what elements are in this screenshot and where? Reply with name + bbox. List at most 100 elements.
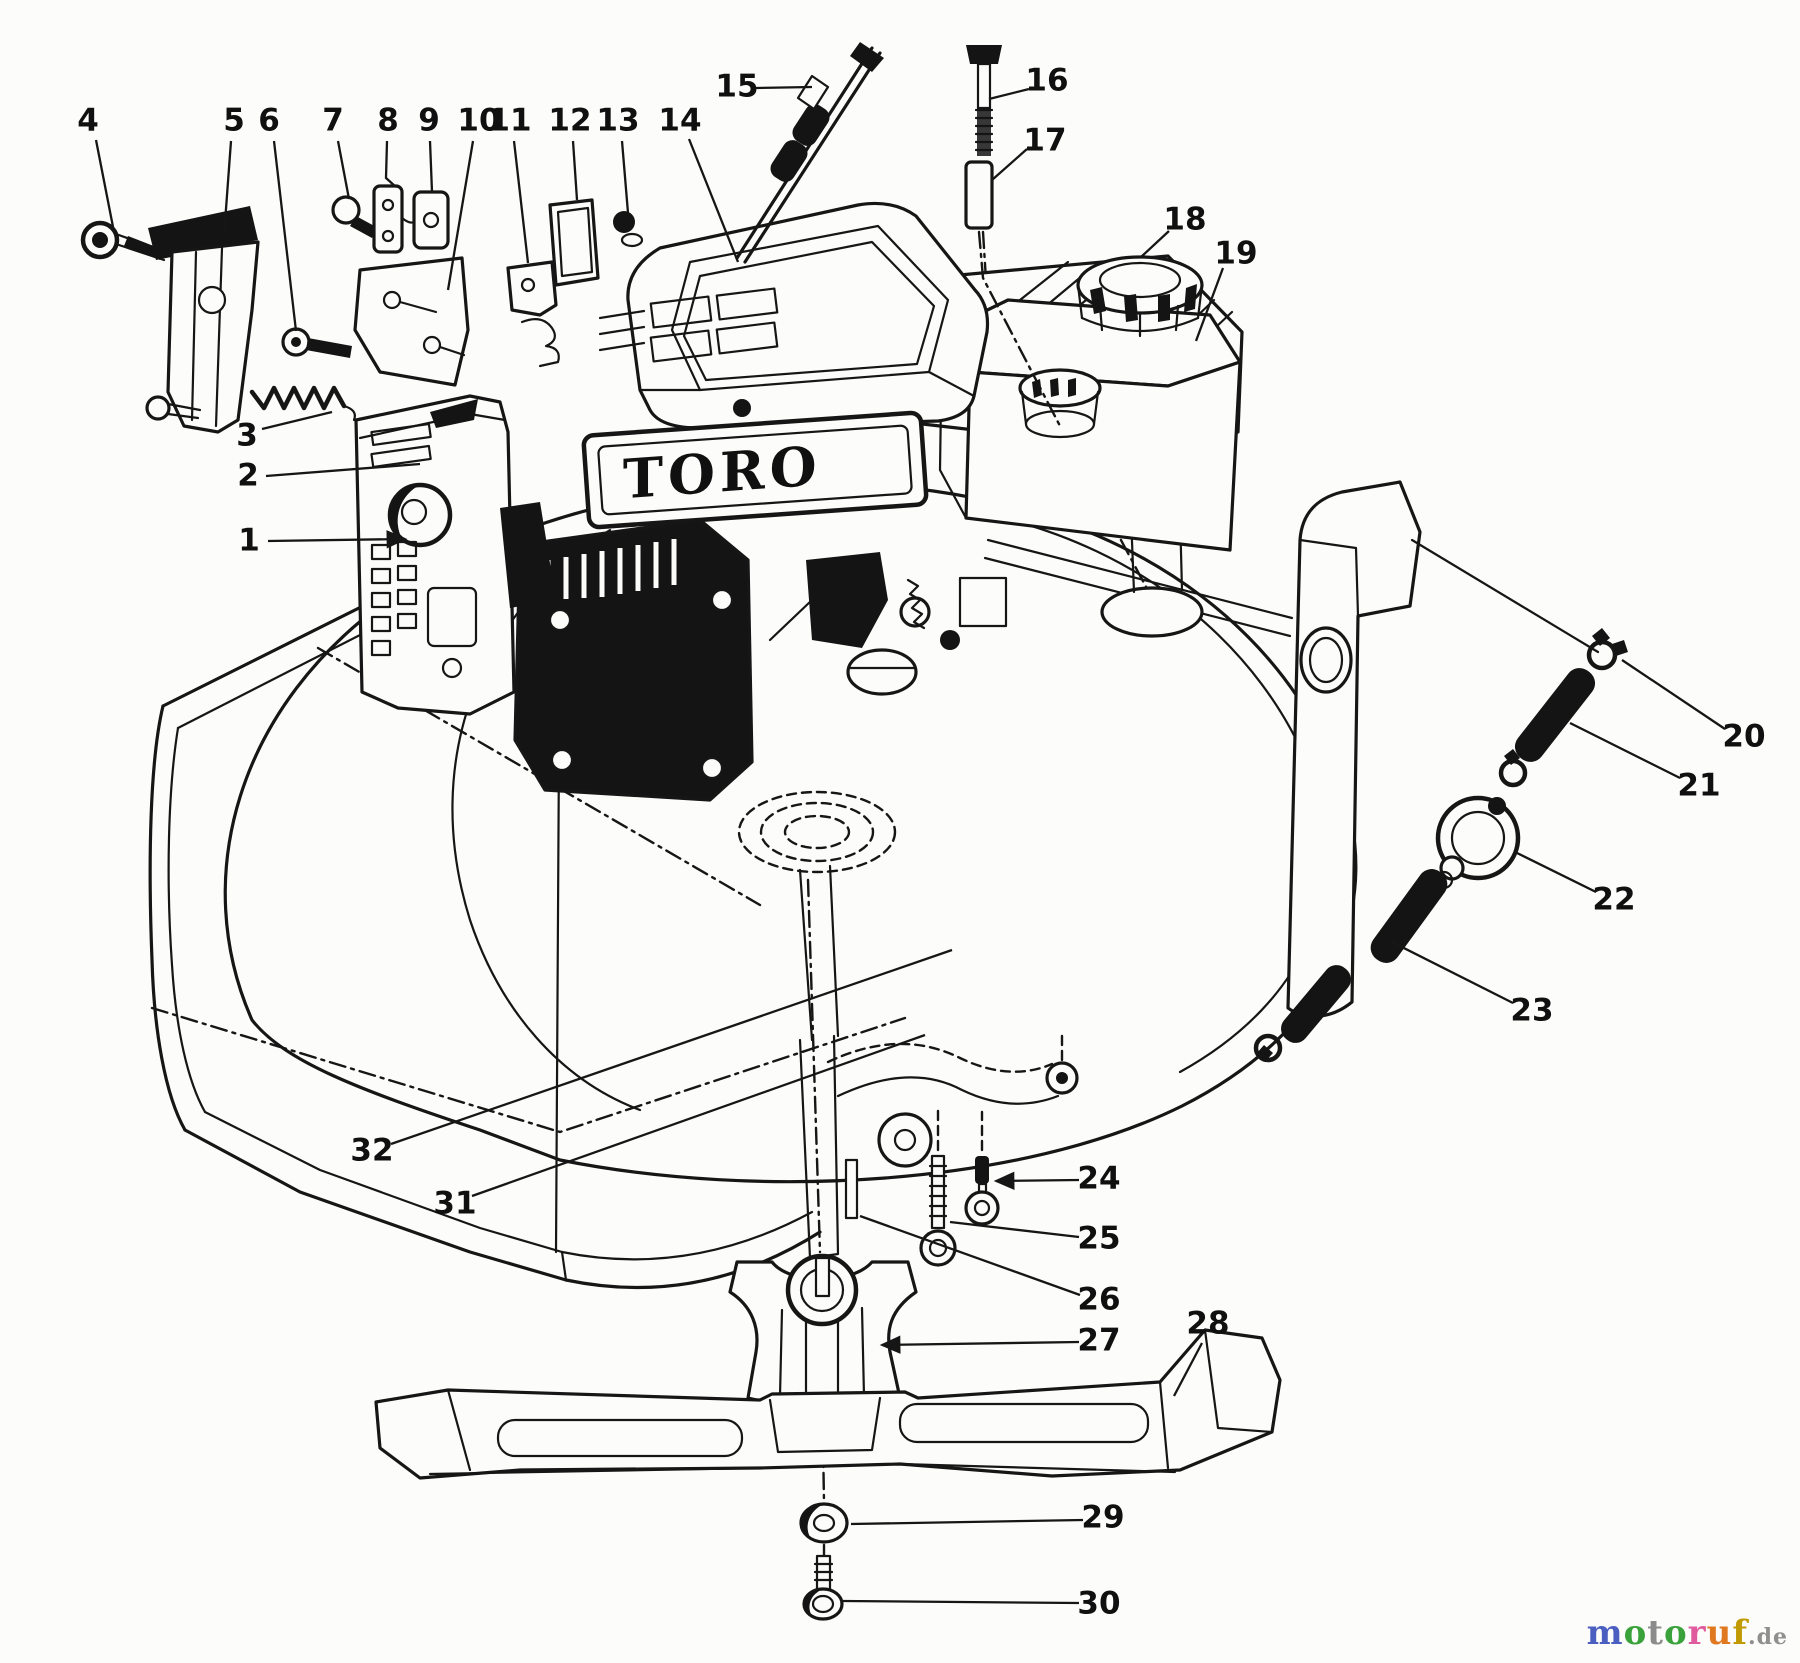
callout-21-label: 21 [1677, 768, 1720, 804]
callout-16-label: 16 [1025, 63, 1068, 99]
callout-14-label: 14 [658, 103, 701, 139]
callout-3-leader [261, 410, 333, 431]
blade-group [374, 878, 1282, 1621]
callout-21-leader [1569, 721, 1681, 780]
callout-24-leader [993, 1171, 1080, 1190]
callout-1-leader [267, 530, 408, 549]
callout-15-label: 15 [715, 69, 758, 105]
callout-30-label: 30 [1077, 1586, 1120, 1622]
screw-13 [613, 211, 635, 233]
hose-clamp-end [1253, 1033, 1283, 1063]
callout-7-label: 7 [322, 103, 344, 139]
callout-17-label: 17 [1023, 123, 1066, 159]
callout-5-leader [222, 140, 233, 237]
callout-1-label: 1 [238, 523, 260, 559]
bracket-10 [353, 256, 470, 387]
plate-8 [372, 184, 404, 254]
fuel-cap [1076, 255, 1204, 338]
callout-28-label: 28 [1186, 1306, 1229, 1342]
callout-5-label: 5 [223, 103, 245, 139]
muffler [513, 518, 754, 802]
callout-9-label: 9 [418, 103, 440, 139]
callout-22-leader [1514, 850, 1597, 894]
watermark-letter: u [1706, 1613, 1733, 1653]
shaft-key-26 [844, 1158, 859, 1220]
screw-7 [331, 195, 361, 225]
callout-4-leader [94, 139, 116, 233]
watermark-letter: f [1732, 1613, 1748, 1653]
callout-31-label: 31 [433, 1186, 476, 1222]
callout-11-leader [512, 140, 530, 264]
callout-15-leader [755, 85, 813, 90]
callout-28-leader [1172, 1342, 1204, 1397]
mounting-hardware [331, 184, 644, 387]
rear-bracket-plate [1286, 480, 1422, 1018]
callout-10-label: 10 [457, 103, 500, 139]
callout-29-leader [850, 1518, 1084, 1526]
engine-mount-bolt [964, 45, 1062, 428]
callout-8-label: 8 [377, 103, 399, 139]
engine-assembly: TORO [354, 201, 1244, 802]
callout-29-label: 29 [1081, 1500, 1124, 1536]
callout-6-leader [272, 140, 298, 332]
callout-32-label: 32 [350, 1133, 393, 1169]
callout-2-leader [265, 462, 421, 478]
clip-11 [520, 317, 560, 368]
callout-18-leader [1140, 230, 1170, 258]
callout-11-label: 11 [488, 103, 531, 139]
toro-logo-text: TORO [623, 433, 822, 511]
callout-18-label: 18 [1163, 202, 1206, 238]
callout-3-label: 3 [236, 418, 258, 454]
control-bracket-assembly [80, 206, 356, 434]
watermark-letter: r [1687, 1613, 1707, 1653]
callout-17-leader [991, 148, 1028, 181]
carburetor [768, 552, 1008, 696]
callout-2-label: 2 [237, 458, 259, 494]
washer-29 [799, 1502, 849, 1544]
fuel-hose-23b [1281, 965, 1351, 1043]
callout-24-label: 24 [1077, 1161, 1120, 1197]
side-cover [354, 394, 516, 716]
oil-plug [1018, 368, 1102, 439]
hose-clamp-mid [1498, 749, 1528, 788]
callout-20-leader [1621, 659, 1726, 730]
callout-26-label: 26 [1077, 1282, 1120, 1318]
callout-25-leader [949, 1220, 1080, 1239]
fuel-hose-23a [1370, 869, 1448, 963]
watermark-letter: m [1586, 1613, 1624, 1653]
callout-19-leader [1194, 267, 1225, 342]
callout-20-label: 20 [1722, 719, 1765, 755]
watermark-suffix: .de [1747, 1624, 1788, 1650]
watermark-letter: o [1623, 1613, 1648, 1653]
bolt-30 [802, 1554, 844, 1621]
bolt-25 [919, 1104, 957, 1267]
throttle-cable [735, 42, 884, 264]
motoruf-watermark: motoruf.de [1587, 1613, 1788, 1653]
callout-25-label: 25 [1077, 1221, 1120, 1257]
fuel-line-assembly [1253, 628, 1628, 1063]
block-9 [412, 190, 450, 250]
toro-nameplate: TORO [581, 410, 929, 530]
callout-23-label: 23 [1510, 993, 1553, 1029]
callout-7-leader [336, 140, 351, 200]
callout-22-label: 22 [1592, 882, 1635, 918]
callout-32-leader [390, 948, 953, 1146]
cable-clip [796, 74, 830, 111]
screw-24 [964, 1110, 1000, 1226]
recoil-starter-cover [626, 201, 990, 430]
callout-6-label: 6 [258, 103, 280, 139]
callout-13-leader [620, 140, 630, 214]
callout-23-leader [1389, 939, 1514, 1005]
callout-27-label: 27 [1077, 1323, 1120, 1359]
callout-10-leader [446, 140, 475, 291]
blade-adapter-hidden [737, 790, 1079, 1260]
spacer [964, 160, 994, 230]
callout-27-leader [879, 1335, 1080, 1354]
spring [249, 385, 347, 411]
callout-14-leader [687, 138, 740, 263]
blade [374, 1328, 1282, 1480]
engine-base-shadow [500, 502, 556, 608]
